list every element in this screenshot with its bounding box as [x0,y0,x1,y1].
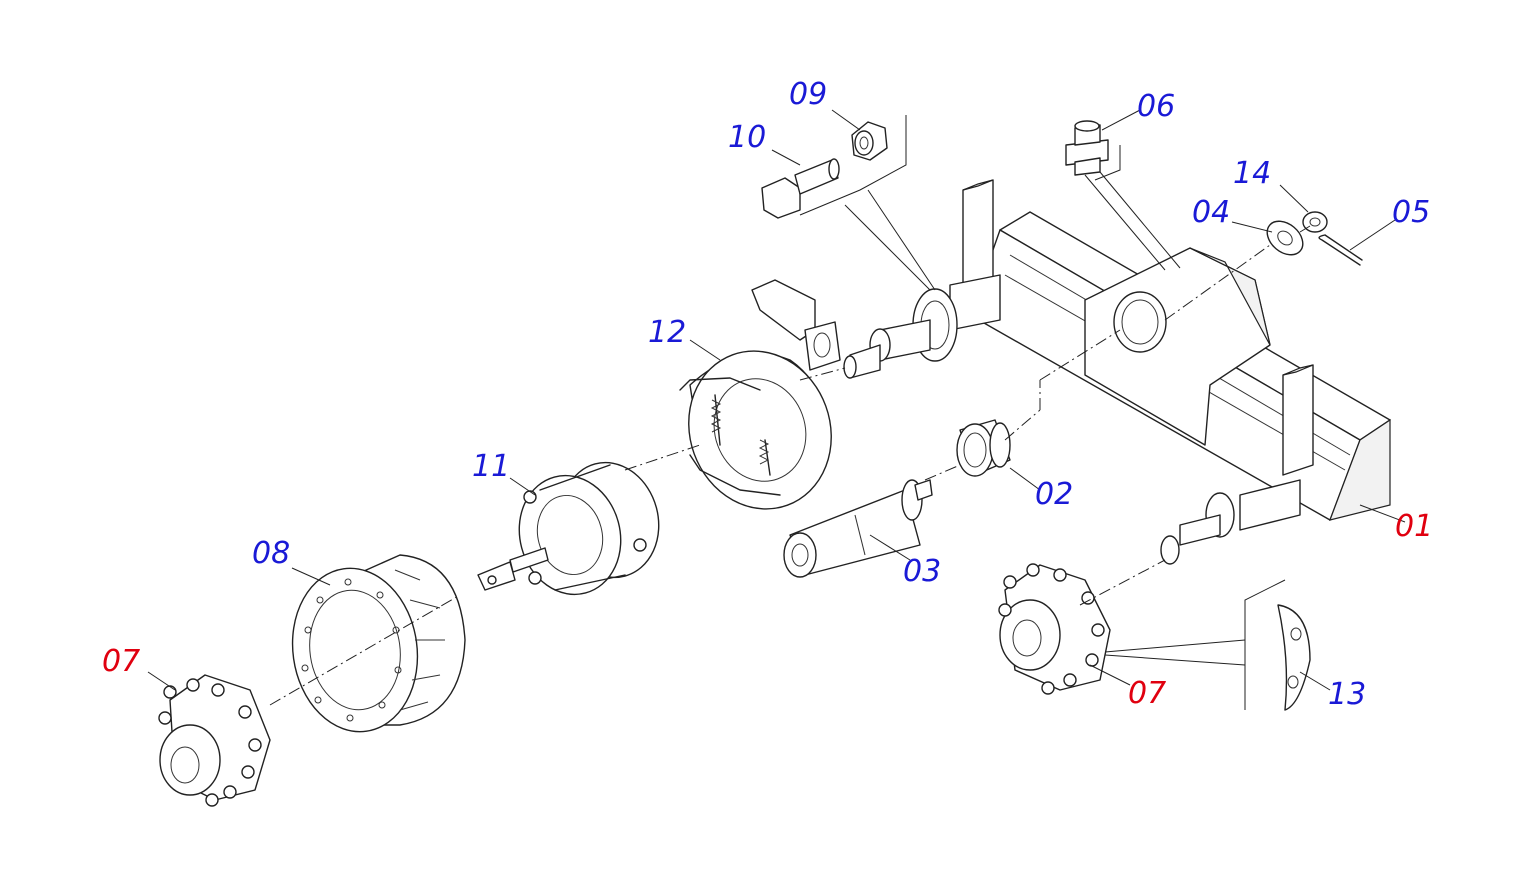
label-part-14: 14 [1233,156,1272,191]
brake-drum-part-08 [291,554,466,733]
label-part-12: 12 [648,315,687,350]
label-part-07-right: 07 [1128,676,1167,711]
king-pin-part-03 [783,479,933,578]
label-part-01: 01 [1395,509,1434,544]
cotter-pin-part-05 [1318,234,1363,266]
brake-assembly-part-12 [679,279,841,510]
label-leaders [147,109,1406,691]
label-part-09: 09 [789,77,828,112]
label-part-05: 05 [1392,195,1431,230]
bushing-part-02 [956,419,1011,477]
grease-fitting-part-06 [1065,120,1109,176]
shim-part-13 [1277,604,1311,711]
nut-part-09 [851,121,888,161]
label-part-03: 03 [903,554,942,589]
washer-part-04 [1266,220,1304,256]
bolt-part-10 [761,158,840,219]
label-part-07-left: 07 [102,644,141,679]
label-part-10: 10 [728,120,767,155]
brake-chamber-part-11 [477,461,660,596]
label-part-13: 13 [1328,677,1367,712]
label-part-02: 02 [1035,477,1074,512]
label-part-06: 06 [1137,89,1176,124]
hub-right-part-07 [998,563,1111,695]
center-lines [269,225,1311,706]
label-part-04: 04 [1192,195,1231,230]
castle-nut-part-14 [1302,211,1328,233]
hub-left-part-07 [158,674,271,807]
label-part-11: 11 [472,449,511,484]
guide-lines [799,115,1286,710]
label-part-08: 08 [252,536,291,571]
axle-beam-part-01 [843,179,1391,565]
